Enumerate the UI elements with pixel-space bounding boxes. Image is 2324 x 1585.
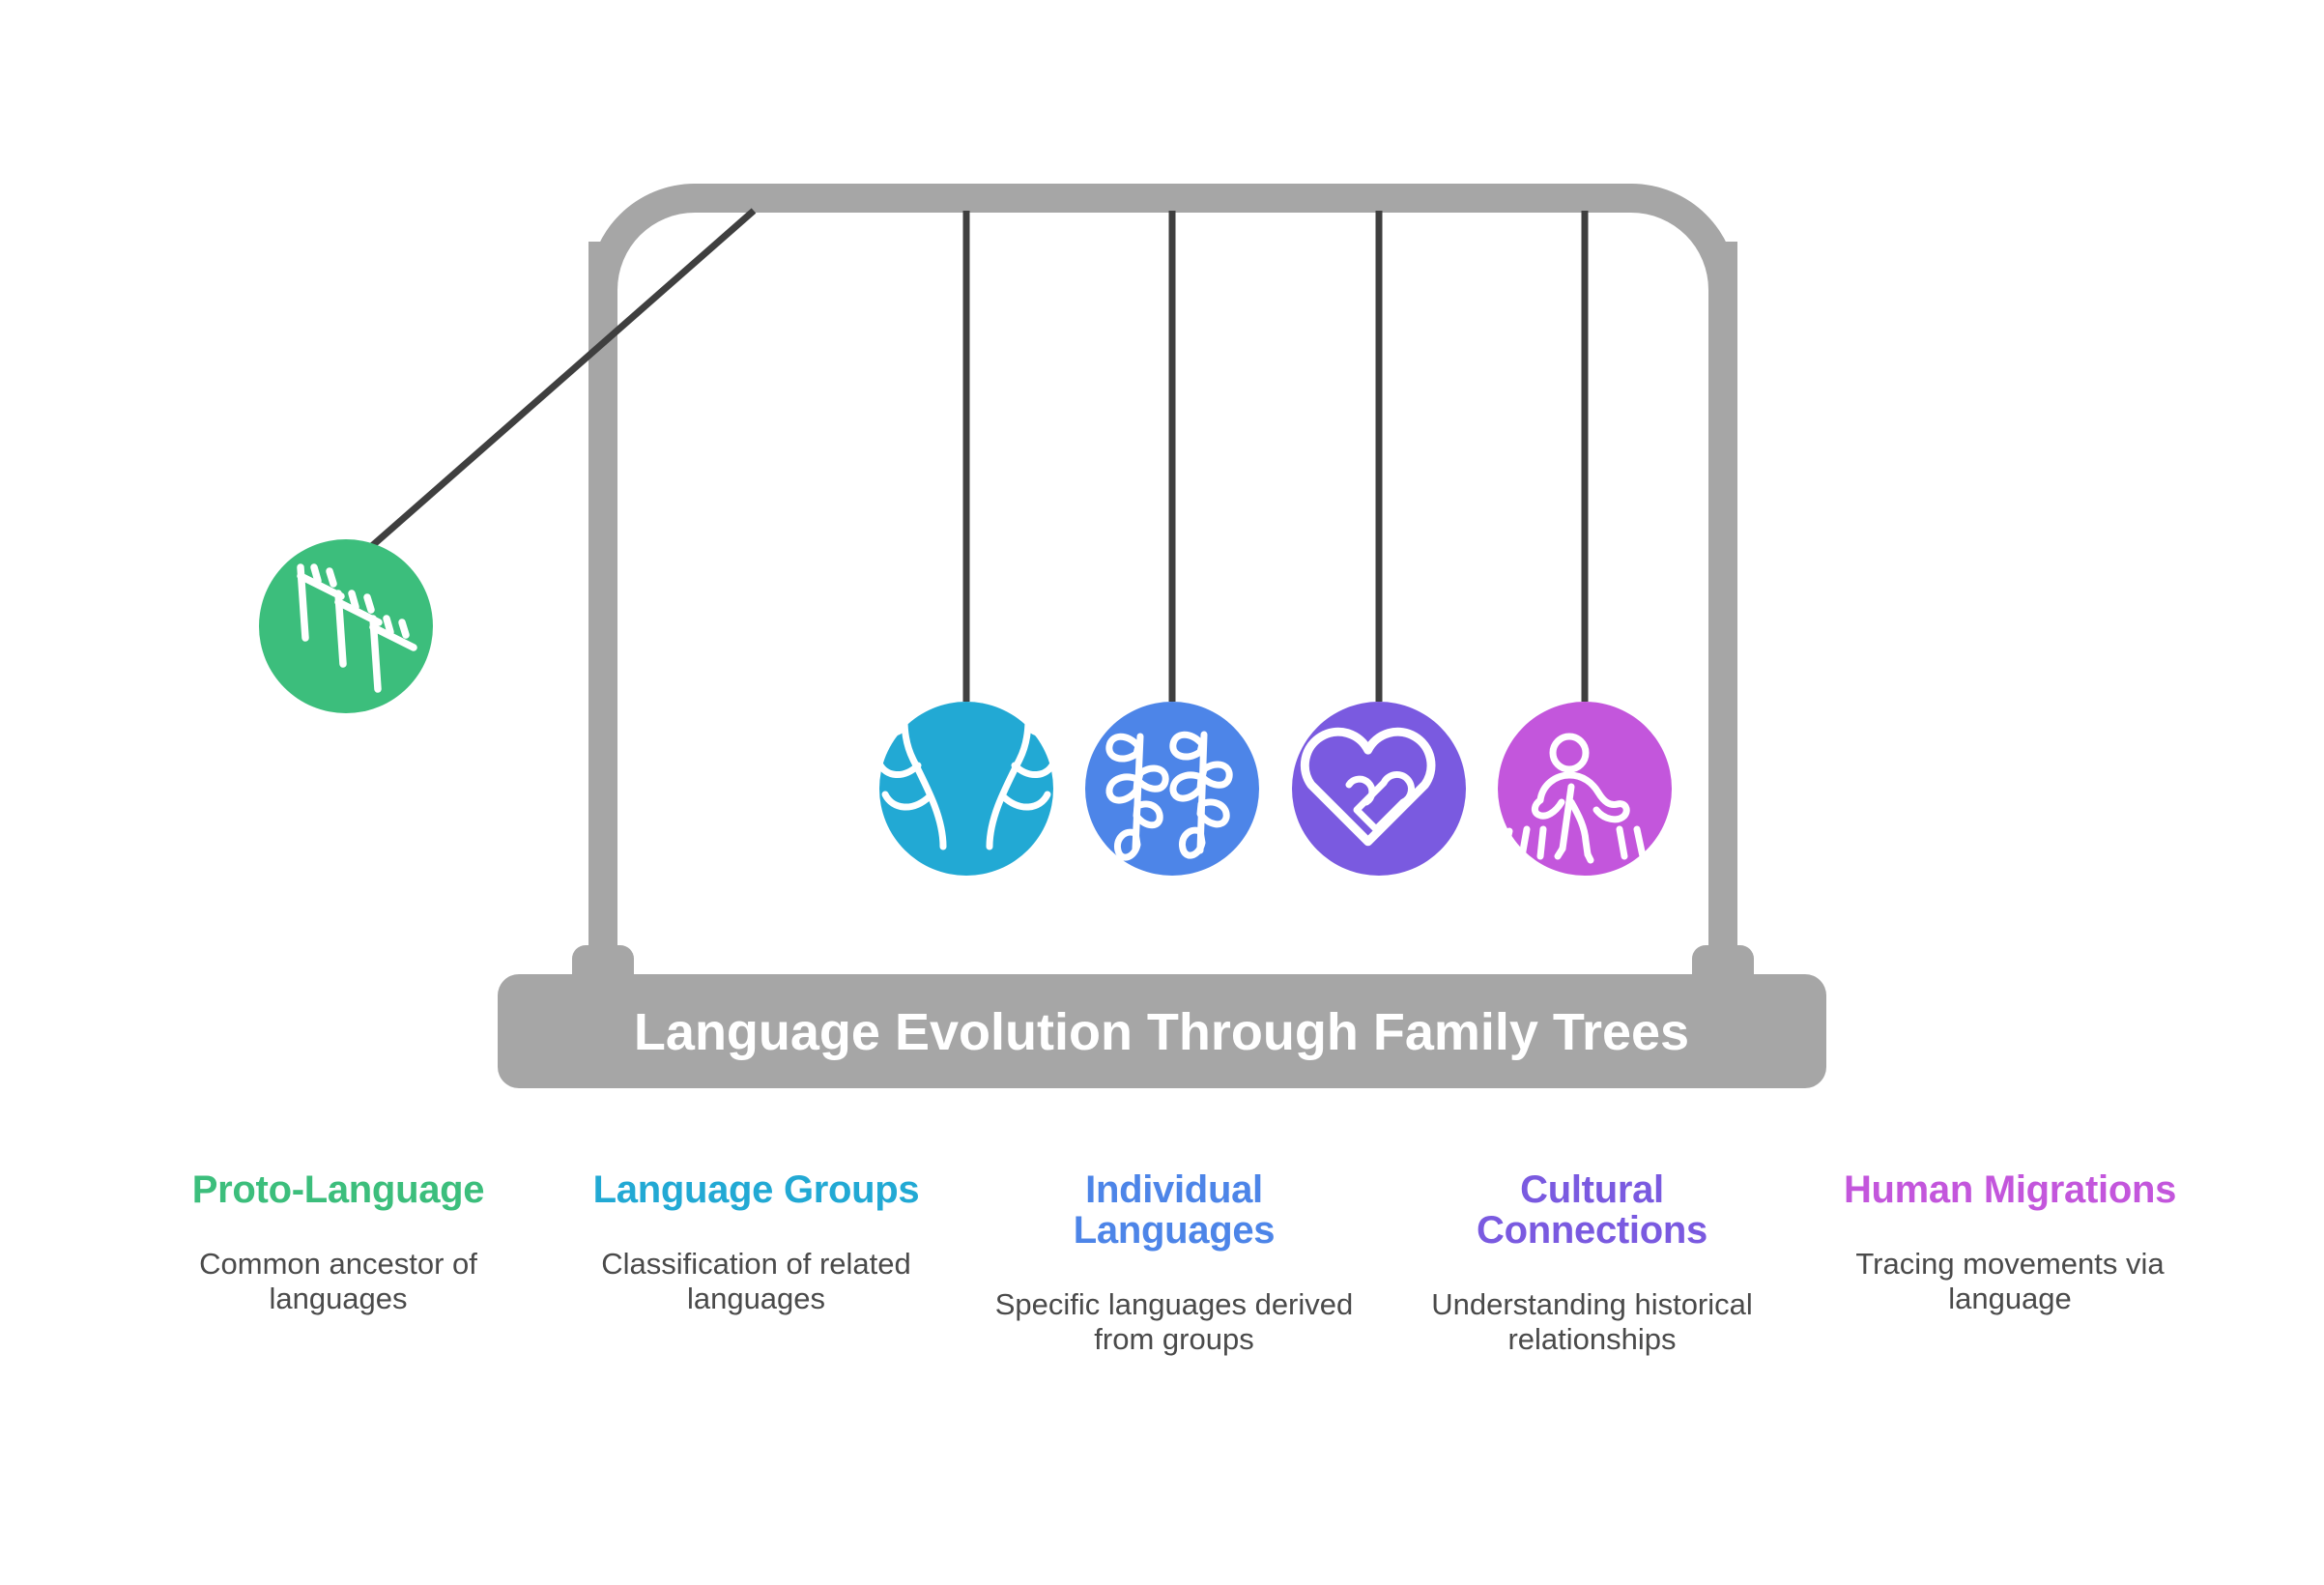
ball-human-migrations[interactable] [1498, 702, 1672, 876]
sapling-branches-icon [297, 563, 417, 693]
ball-cultural-connections[interactable] [1292, 702, 1466, 876]
ball-language-groups[interactable] [875, 702, 1057, 876]
ball-language-groups-circle[interactable] [879, 702, 1053, 876]
branching-fronds-icon [875, 716, 1057, 850]
legend-title-proto-language: Proto-Language [191, 1168, 485, 1211]
legend-item-individual-languages: Individual Languages Specific languages … [981, 1169, 1367, 1356]
legend-item-human-migrations: Human Migrations Tracing movements via l… [1817, 1169, 2203, 1315]
frame-right-post [1708, 242, 1737, 971]
legend-item-cultural-connections: Cultural Connections Understanding histo… [1399, 1169, 1786, 1356]
interlocking-heart-icon [1300, 727, 1436, 847]
legend-desc-individual-languages: Specific languages derived from groups [994, 1287, 1354, 1356]
ball-proto-language[interactable] [259, 539, 433, 713]
legend-item-language-groups: Language Groups Classification of relate… [563, 1169, 950, 1315]
legend-desc-human-migrations: Tracing movements via language [1855, 1247, 2165, 1315]
frame-left-post [588, 242, 617, 971]
cradle-frame [572, 184, 1754, 976]
legend-title-cultural-connections: Cultural Connections [1477, 1168, 1707, 1252]
legend-desc-proto-language: Common ancestor of languages [199, 1247, 477, 1315]
legend-row: Proto-Language Common ancestor of langua… [145, 1169, 2203, 1356]
frame-top-rail [588, 184, 1737, 290]
frame-left-foot [572, 945, 634, 976]
frame-right-foot [1692, 945, 1754, 976]
leafy-stems-icon [1105, 731, 1233, 861]
ball-individual-languages[interactable] [1085, 702, 1259, 876]
legend-title-human-migrations: Human Migrations [1843, 1168, 2177, 1211]
legend-desc-language-groups: Classification of related languages [601, 1247, 911, 1315]
walking-person-icon [1500, 733, 1647, 864]
string-proto-language [355, 208, 757, 562]
legend-desc-cultural-connections: Understanding historical relationships [1431, 1287, 1753, 1356]
base-banner-bar [498, 974, 1826, 1088]
banner-title: Language Evolution Through Family Trees [634, 1003, 1689, 1061]
legend-title-language-groups: Language Groups [592, 1168, 920, 1211]
legend-item-proto-language: Proto-Language Common ancestor of langua… [145, 1169, 531, 1315]
base-banner: Language Evolution Through Family Trees [498, 974, 1826, 1088]
legend-title-individual-languages: Individual Languages [1073, 1168, 1276, 1252]
cradle-strings [355, 208, 1589, 702]
